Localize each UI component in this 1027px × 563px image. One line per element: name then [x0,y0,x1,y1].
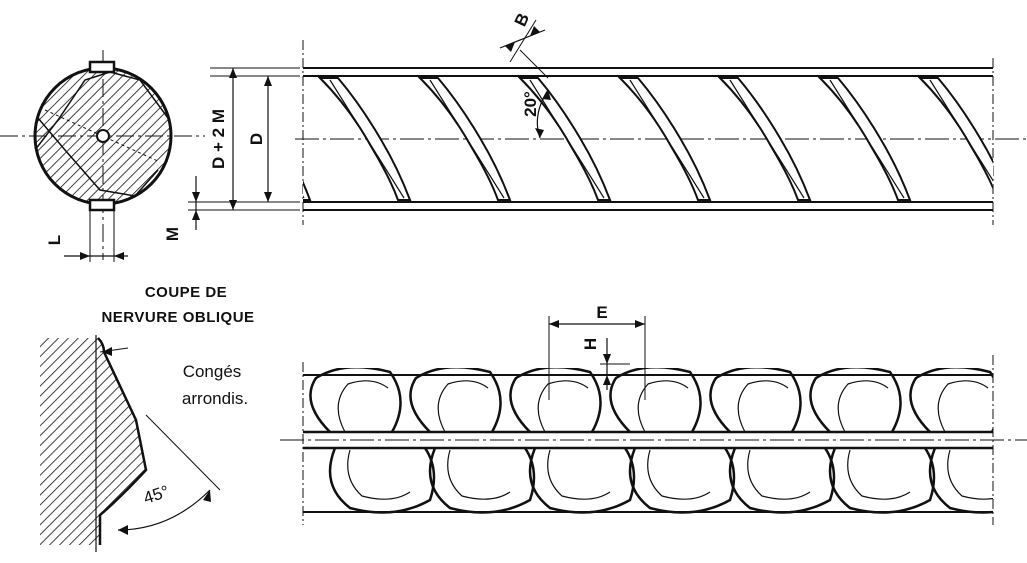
rib-section-detail: COUPE DE NERVURE OBLIQUE Congés arrondis… [40,284,254,552]
dimension-label-B: B [511,10,533,29]
angle-arc-45 [117,489,211,531]
bar-side-view-helical: B 20° [295,10,1027,225]
transverse-ribs [309,368,993,514]
rounded-fillets-note-line1: Congés [183,362,242,381]
dimension-label-H: H [581,338,600,350]
section-title-line2: NERVURE OBLIQUE [101,309,254,326]
dimension-label-L: L [45,235,64,245]
vertical-dimensions: D + 2 M D M [163,67,300,241]
dimension-label-D-plus-2M: D + 2 M [209,109,228,169]
rounded-fillets-note-line2: arrondis. [182,389,248,408]
rib-profile-hatched [40,338,146,545]
angle-label-45: 45° [141,482,171,508]
dimension-label-D: D [247,133,266,145]
longitudinal-rib-bottom [88,198,116,212]
cross-section-view: L [0,50,205,262]
longitudinal-rib-top [88,60,116,74]
angle-label-top: 20° [521,91,540,117]
oblique-ribs [303,77,993,201]
bar-side-view-transverse: E H [280,303,1027,525]
dimension-line-B [499,29,546,49]
dimension-label-E: E [596,303,607,322]
section-title-line1: COUPE DE [145,284,227,301]
dimension-label-M: M [163,227,182,241]
center-mark [96,129,110,143]
